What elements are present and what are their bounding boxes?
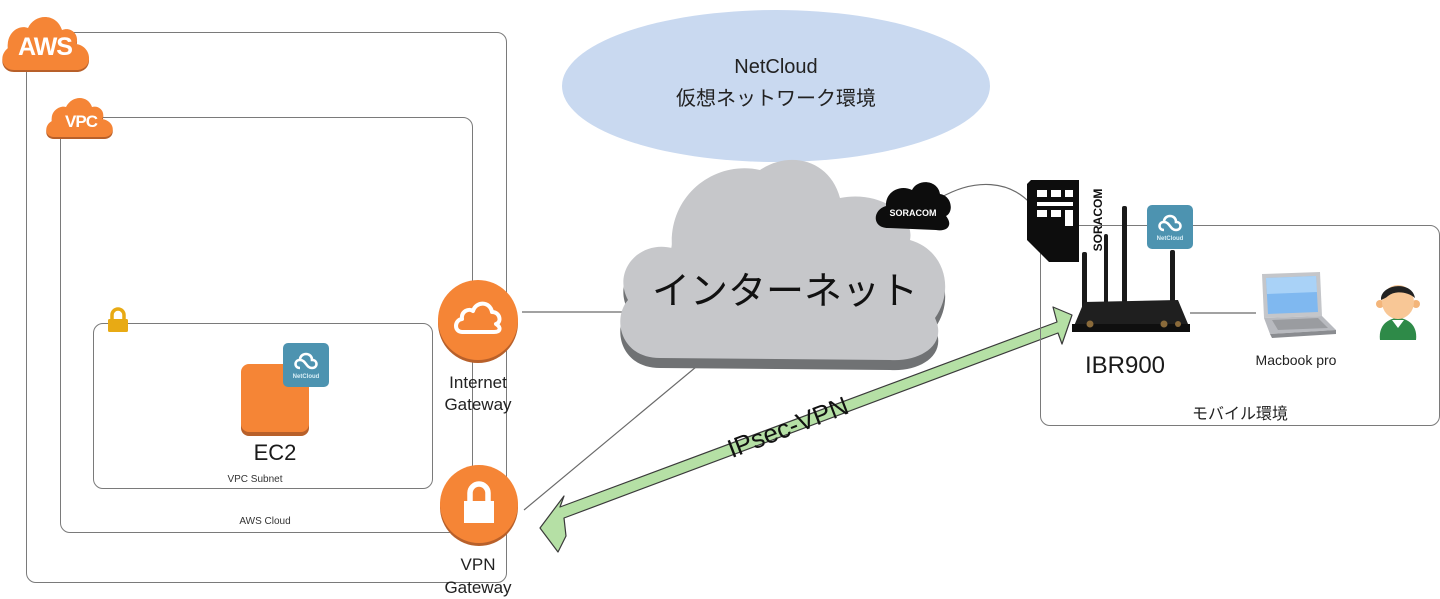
cloud-icon (454, 301, 502, 334)
ibr900-router-icon (1072, 206, 1190, 332)
internet-label: インターネット (651, 269, 918, 313)
vpn-gateway-label-line2: Gateway (444, 578, 512, 597)
soracom-sim-card-icon (1027, 180, 1079, 262)
vpc-subnet-container (93, 323, 433, 489)
internet-gateway-icon (438, 280, 518, 360)
aws-badge-label: AWS (18, 33, 73, 61)
vpn-gateway-icon (440, 465, 518, 543)
vpc-badge-label: VPC (65, 112, 98, 131)
aws-cloud-label: AWS Cloud (239, 516, 291, 527)
netcloud-logo-icon (294, 352, 318, 370)
link-soracom-sim (939, 183, 1033, 206)
soracom-cloud-label: SORACOM (889, 208, 937, 218)
soracom-cloud-icon (875, 182, 951, 231)
aws-badge-cloud-icon (2, 17, 90, 72)
laptop-icon (1262, 272, 1336, 338)
ibr900-label: IBR900 (1084, 352, 1166, 379)
mobile-environment-label: モバイル環境 (1191, 404, 1288, 423)
vpn-gateway-label-line1: VPN (460, 555, 496, 574)
link-vgw-internet (523, 361, 703, 511)
lock-icon (464, 481, 494, 523)
ipsec-vpn-tunnel-arrow (539, 306, 1073, 553)
ec2-label: EC2 (253, 440, 297, 465)
netcloud-env-title: NetCloud (734, 56, 818, 78)
router-netcloud-badge: NetCloud (1147, 205, 1193, 249)
internet-gateway-label-line2: Gateway (444, 395, 512, 414)
netcloud-badge-text: NetCloud (1156, 236, 1184, 242)
netcloud-badge-text: NetCloud (292, 374, 320, 380)
vpc-badge-cloud-icon (46, 98, 113, 139)
ec2-netcloud-badge: NetCloud (283, 343, 329, 387)
internet-gateway-label-line1: Internet (449, 373, 507, 392)
laptop-label: Macbook pro (1255, 352, 1337, 368)
netcloud-environment-ellipse (562, 10, 990, 162)
vpc-subnet-label: VPC Subnet (227, 474, 283, 485)
netcloud-logo-icon (1158, 214, 1182, 232)
user-avatar-icon (1376, 285, 1420, 340)
subnet-lock-icon (108, 307, 128, 332)
internet-cloud (620, 159, 946, 371)
netcloud-env-subtitle: 仮想ネットワーク環境 (676, 86, 876, 110)
